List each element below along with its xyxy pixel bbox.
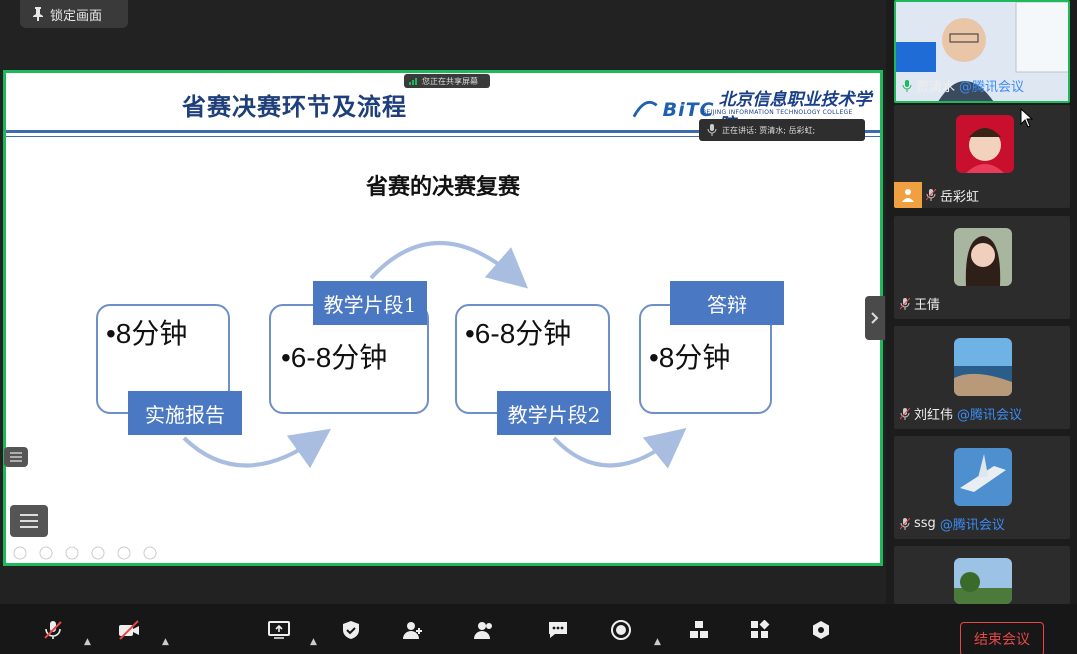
mic-muted-icon [900,517,910,530]
avatar [954,558,1012,604]
list-icon [10,452,22,462]
avatar [954,338,1012,396]
record-icon[interactable] [606,618,636,642]
child-photo [956,115,1014,173]
flow-arrows [182,241,687,469]
step-tag-3: 教学片段2 [497,391,611,435]
avatar [956,115,1014,173]
participants-panel: 贾清水@腾讯会议 岳彩虹 王倩 [886,0,1077,604]
participant-name: 王倩 [900,294,940,313]
logo-mark: BiTC [662,99,715,121]
participant-tile[interactable]: ssg@腾讯会议 [894,436,1070,539]
video-feed [896,2,1068,101]
participant-name: 贾清水@腾讯会议 [902,76,1024,95]
chevron-right-icon [871,312,879,324]
camera-options-caret[interactable]: ▲ [162,637,169,647]
step-tag-1: 实施报告 [128,391,242,435]
apps-icon[interactable] [684,618,714,642]
bird-photo [954,448,1012,506]
avatar [954,448,1012,506]
step-duration: •6-8分钟 [281,342,388,373]
participant-name: 岳彩虹 [894,182,979,208]
mic-muted-icon [926,189,936,201]
speaking-label: 正在讲话: 贾清水; 岳彩虹; [722,125,816,135]
mic-icon [707,124,717,136]
lock-screen-button[interactable]: 锁定画面 [20,0,128,28]
layout-icon[interactable] [745,618,775,642]
step-tag-2: 教学片段1 [313,281,427,325]
arrow-1 [182,428,332,469]
participant-tile[interactable] [894,546,1070,604]
step-tag-4: 答辩 [670,281,784,325]
step-duration: •6-8分钟 [465,318,572,349]
share-options-caret[interactable]: ▲ [310,637,317,647]
end-meeting-button[interactable]: 结束会议 [960,622,1044,654]
sharing-label: 您正在共享屏幕 [422,76,478,86]
speaking-indicator: 正在讲话: 贾清水; 岳彩虹; [699,119,865,141]
annotation-menu-button[interactable] [10,505,48,537]
share-screen-icon[interactable] [264,618,294,642]
mic-muted-icon [900,407,910,420]
participant-name: ssg@腾讯会议 [900,514,1005,533]
slide-subtitle: 省赛的决赛复赛 [365,174,520,200]
participant-tile[interactable]: 王倩 [894,216,1070,319]
participant-tile[interactable]: 刘红伟@腾讯会议 [894,326,1070,429]
participant-tile[interactable]: 岳彩虹 [894,105,1070,208]
camera-off-icon[interactable] [114,618,144,642]
mic-icon [902,79,912,92]
signal-icon [409,78,417,85]
menu-icon [20,514,38,528]
security-icon[interactable] [336,618,366,642]
mouse-cursor [1020,108,1034,128]
pin-icon [33,7,43,21]
members-icon[interactable] [470,618,500,642]
arrow-2 [369,241,529,289]
settings-icon[interactable] [806,618,836,642]
tree-photo [954,558,1012,604]
sharing-indicator: 您正在共享屏幕 [404,74,490,88]
host-badge-icon [894,182,922,208]
participant-tile[interactable]: 贾清水@腾讯会议 [894,0,1070,103]
slide-title: 省赛决赛环节及流程 [182,93,407,121]
slide-menu-button[interactable] [4,447,28,467]
step-duration: •8分钟 [649,342,731,373]
chat-icon[interactable] [543,618,573,642]
arrow-3 [552,427,687,469]
slide-header: 省赛决赛环节及流程 BiTC 北京信息职业技术学院 BEIJING INFORM… [6,73,880,137]
mic-options-caret[interactable]: ▲ [84,637,91,647]
slide-controls[interactable] [12,545,162,561]
meeting-toolbar: ▲ ▲ ▲ ▲ 结束会议 [0,604,1077,654]
logo-swoosh-icon [632,100,658,118]
coast-photo [954,338,1012,396]
mic-muted-icon[interactable] [38,618,68,642]
mic-muted-icon [900,297,910,310]
collapse-panel-button[interactable] [865,296,885,340]
invite-icon[interactable] [398,618,428,642]
woman-photo [954,228,1012,286]
shared-screen: 您正在共享屏幕 省赛决赛环节及流程 BiTC 北京信息职业技术学院 BEIJIN… [3,70,883,566]
avatar [954,228,1012,286]
logo-english-name: BEIJING INFORMATION TECHNOLOGY COLLEGE [702,109,853,116]
record-options-caret[interactable]: ▲ [654,637,661,647]
step-duration: •8分钟 [106,318,188,349]
college-logo: BiTC 北京信息职业技术学院 [632,85,880,135]
participant-name: 刘红伟@腾讯会议 [900,404,1022,423]
lock-screen-label: 锁定画面 [50,8,103,24]
